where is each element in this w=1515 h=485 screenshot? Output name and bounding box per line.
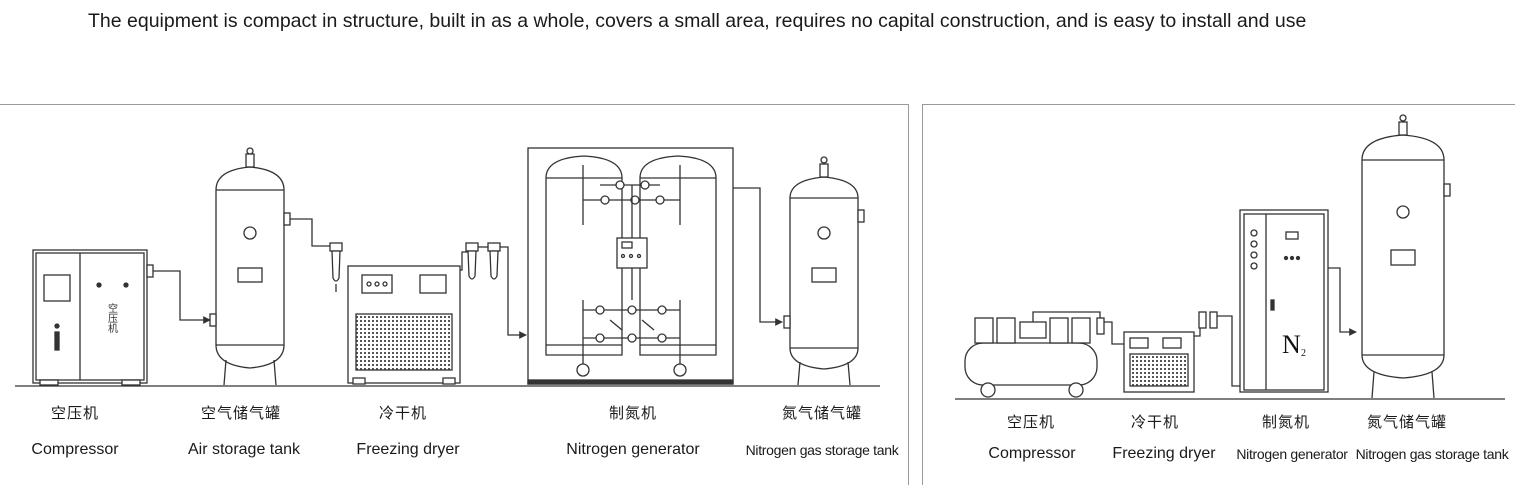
label-dryer-cn: 冷干机 bbox=[378, 405, 428, 422]
label-generator-cn-right: 制氮机 bbox=[1261, 414, 1311, 431]
filter-left-1 bbox=[329, 242, 343, 292]
right-process-panel bbox=[922, 104, 1515, 485]
left-process-panel bbox=[0, 104, 909, 485]
label-air-tank-cn: 空气储气罐 bbox=[200, 405, 282, 422]
freezing-dryer-right bbox=[1123, 331, 1195, 393]
nitrogen-generator-left bbox=[527, 147, 734, 385]
generator-n2-subscript: 2 bbox=[1301, 348, 1306, 359]
label-n2-tank-cn-right: 氮气储气罐 bbox=[1366, 414, 1448, 431]
label-generator-en-right: Nitrogen generator bbox=[1236, 446, 1348, 462]
label-dryer-en: Freezing dryer bbox=[356, 441, 460, 458]
label-air-tank-en: Air storage tank bbox=[187, 441, 301, 458]
headline: The equipment is compact in structure, b… bbox=[88, 10, 1307, 32]
label-compressor-cn: 空压机 bbox=[50, 405, 100, 422]
nitrogen-generator-right bbox=[1239, 209, 1329, 393]
compressor-panel-text: 空压机 bbox=[106, 302, 118, 334]
compressor-cabinet bbox=[32, 249, 154, 386]
label-generator-cn: 制氮机 bbox=[608, 405, 658, 422]
label-n2-tank-en: Nitrogen gas storage tank bbox=[745, 442, 899, 458]
label-dryer-en-right: Freezing dryer bbox=[1112, 445, 1216, 462]
nitrogen-storage-tank-right bbox=[1361, 114, 1451, 399]
air-storage-tank bbox=[209, 147, 291, 386]
label-compressor-cn-right: 空压机 bbox=[1006, 414, 1056, 431]
freezing-dryer-left bbox=[347, 265, 461, 385]
generator-n2-mark: N bbox=[1282, 330, 1301, 359]
label-compressor-en-right: Compressor bbox=[988, 445, 1076, 462]
label-n2-tank-en-right: Nitrogen gas storage tank bbox=[1355, 446, 1509, 462]
filter-left-2 bbox=[465, 242, 501, 280]
compressor-right bbox=[964, 317, 1098, 398]
label-n2-tank-cn: 氮气储气罐 bbox=[781, 405, 863, 422]
label-generator-en: Nitrogen generator bbox=[566, 441, 700, 458]
nitrogen-storage-tank-left bbox=[783, 156, 865, 386]
label-dryer-cn-right: 冷干机 bbox=[1130, 414, 1180, 431]
label-compressor-en: Compressor bbox=[31, 441, 119, 458]
